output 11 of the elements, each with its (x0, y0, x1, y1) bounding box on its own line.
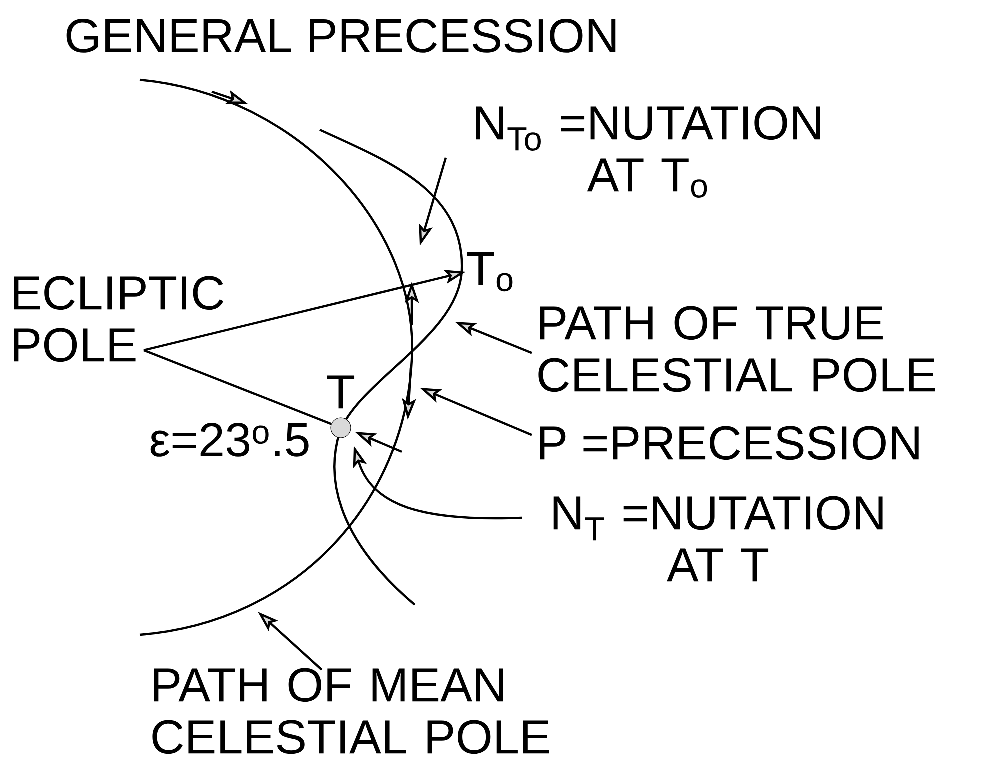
nutation-label: N$_{T}$ =NUTATION AT T (554, 496, 883, 582)
pole-dot (330, 418, 352, 438)
point-label: T (328, 376, 355, 409)
path-label: PATH OF TRUE CELESTIAL POLE (538, 306, 936, 392)
nutation-label: N$_{To}$ =NUTATION AT T$_{o}$ (476, 106, 820, 198)
title: GENERAL PRECESSION (66, 19, 616, 53)
angle-label: ε=23$^{o}$.5 (150, 423, 309, 457)
pole-label: T$_{o}$ (467, 252, 513, 292)
precession-label: P =PRECESSION (540, 426, 919, 460)
path-label: PATH OF MEAN CELESTIAL POLE (152, 668, 550, 754)
pole-label: ECLIPTIC POLE (14, 276, 224, 362)
